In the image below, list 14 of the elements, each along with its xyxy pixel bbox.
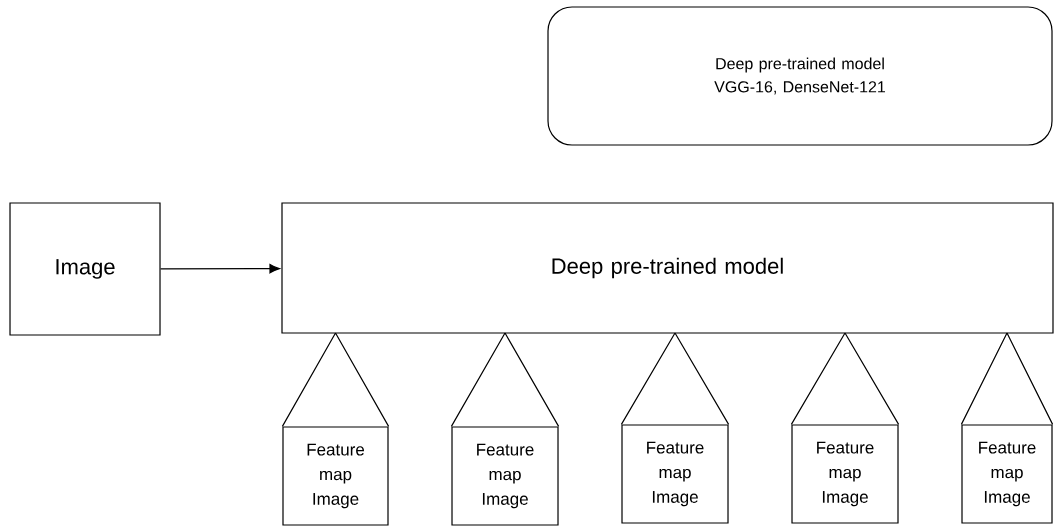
feature-map-box: Feature map Image: [791, 424, 899, 524]
model-box: Deep pre-trained model VGG-16, DenseNet-121: [547, 6, 1053, 146]
arrow: [160, 263, 280, 274]
triangle-connector: [450, 332, 560, 427]
model-box: Deep pre-trained model: [281, 202, 1054, 334]
triangle-connector: [620, 332, 730, 425]
feature-map-box: Feature map Image: [282, 426, 389, 526]
triangle-connector: [790, 332, 900, 425]
feature-map-box: Feature map Image: [621, 424, 729, 524]
triangle-connector: [960, 332, 1054, 425]
triangle-connector: [281, 332, 390, 427]
feature-map-box: Feature map Image: [451, 426, 559, 526]
feature-map-box: Feature map Image: [961, 424, 1053, 524]
input-box: Image: [9, 202, 161, 336]
